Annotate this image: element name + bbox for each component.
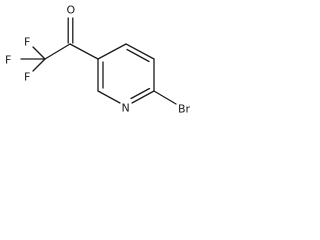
ring-bond-c3-c4: [97, 43, 127, 60]
c-f-bottom-bond: [32, 58, 46, 72]
c-br-bond: [153, 90, 177, 105]
nitrogen-label: N: [122, 102, 130, 115]
ring-bond-n-c2: [97, 90, 121, 104]
carbonyl-to-cf3-bond: [44, 43, 71, 60]
ring-bond-c6-n: [131, 90, 155, 104]
structure-diagram: O F F F N Br: [5, 4, 191, 116]
ring-bond-c6-n-inner: [130, 87, 151, 100]
atom-labels: O F F F N Br: [5, 4, 191, 116]
carbonyl-to-ring-bond: [69, 43, 99, 60]
ring-bond-c4-c5-inner: [126, 48, 150, 63]
bromine-label: Br: [178, 103, 191, 116]
oxygen-label: O: [67, 4, 76, 17]
ring-bond-c4-c5: [125, 43, 155, 60]
bonds: [20, 17, 177, 105]
fluorine-top-label: F: [24, 36, 30, 49]
c-f-top-bond: [32, 46, 46, 60]
fluorine-bottom-label: F: [24, 71, 30, 84]
fluorine-left-label: F: [5, 54, 11, 67]
